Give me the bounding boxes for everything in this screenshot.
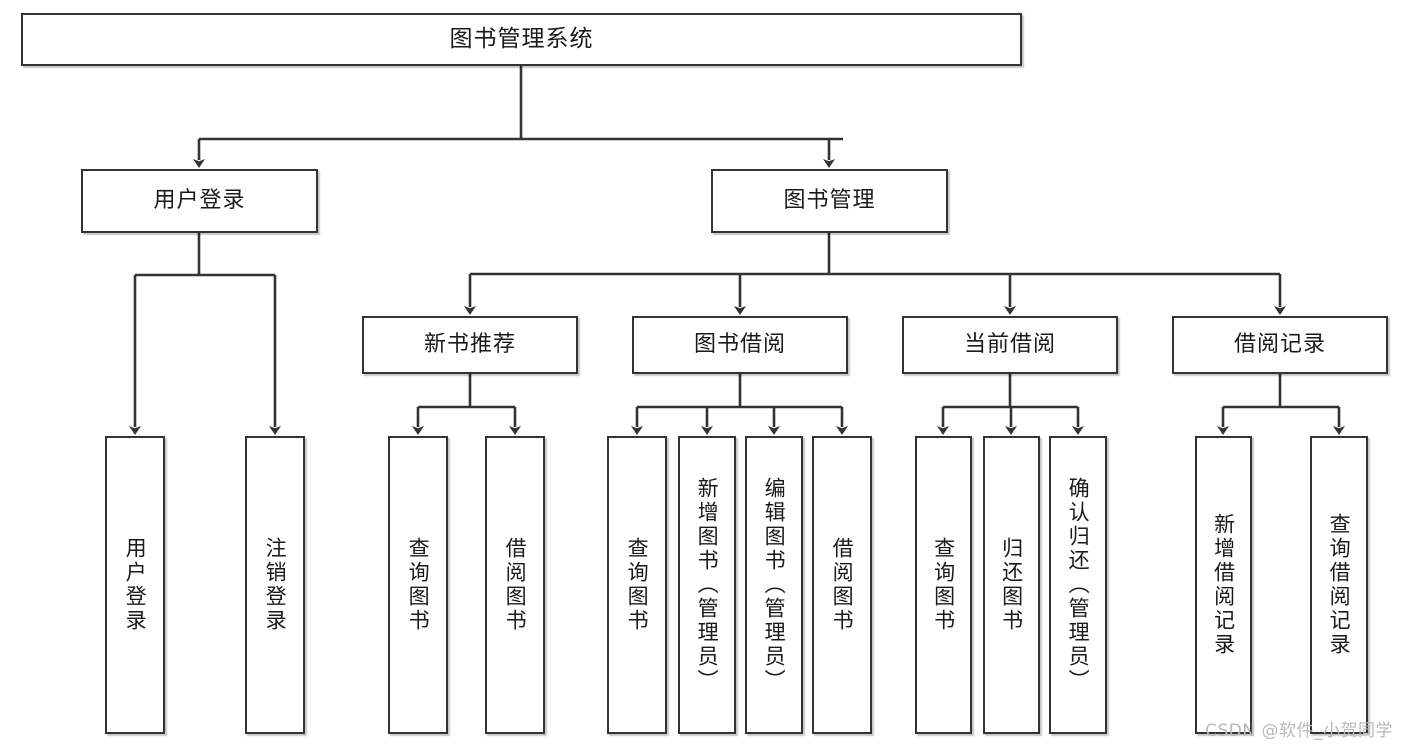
node-label: 借阅图书 <box>503 537 528 633</box>
node-root-system[interactable]: 图书管理系统 <box>21 13 1022 66</box>
watermark-text: CSDN @软件_小贺同学 <box>1205 721 1393 741</box>
node-label: 借阅图书 <box>830 537 855 633</box>
node-label: 用户登录 <box>153 187 246 213</box>
node-label: 注销登录 <box>263 537 288 633</box>
node-leaf-confirm-return[interactable]: 确认归还（管理员） <box>1049 436 1107 734</box>
node-leaf-borrow-book-1[interactable]: 借阅图书 <box>485 436 545 734</box>
node-label: 查询图书 <box>625 537 650 633</box>
node-leaf-edit-book[interactable]: 编辑图书（管理员） <box>745 436 803 734</box>
node-leaf-query-book-3[interactable]: 查询图书 <box>915 436 972 734</box>
node-label: 查询借阅记录 <box>1327 513 1352 657</box>
node-leaf-user-login[interactable]: 用户登录 <box>105 436 165 734</box>
node-label: 借阅记录 <box>1233 331 1326 357</box>
node-borrow-record[interactable]: 借阅记录 <box>1172 316 1388 374</box>
node-label: 当前借阅 <box>963 331 1056 357</box>
node-book-borrow[interactable]: 图书借阅 <box>632 316 848 374</box>
node-label: 图书借阅 <box>693 331 786 357</box>
node-leaf-query-book-2[interactable]: 查询图书 <box>607 436 667 734</box>
node-label: 图书管理系统 <box>449 25 594 52</box>
node-label: 新增借阅记录 <box>1211 513 1236 657</box>
node-label: 归还图书 <box>999 537 1024 633</box>
node-label: 查询图书 <box>406 537 431 633</box>
node-leaf-add-book[interactable]: 新增图书（管理员） <box>678 436 736 734</box>
node-current-borrow[interactable]: 当前借阅 <box>902 316 1118 374</box>
node-label: 新增图书（管理员） <box>695 477 720 693</box>
node-leaf-query-book-1[interactable]: 查询图书 <box>388 436 448 734</box>
node-label: 图书管理 <box>783 187 876 213</box>
node-new-book-recommend[interactable]: 新书推荐 <box>362 316 578 374</box>
node-label: 查询图书 <box>931 537 956 633</box>
node-leaf-add-record[interactable]: 新增借阅记录 <box>1195 436 1252 734</box>
node-label: 编辑图书（管理员） <box>762 477 787 693</box>
node-label: 用户登录 <box>123 537 148 633</box>
node-book-manage[interactable]: 图书管理 <box>711 169 948 233</box>
node-leaf-borrow-book-2[interactable]: 借阅图书 <box>812 436 872 734</box>
node-label: 确认归还（管理员） <box>1066 477 1091 693</box>
node-leaf-return-book[interactable]: 归还图书 <box>983 436 1040 734</box>
node-leaf-logout[interactable]: 注销登录 <box>245 436 305 734</box>
node-leaf-query-record[interactable]: 查询借阅记录 <box>1310 436 1368 734</box>
node-label: 新书推荐 <box>423 331 516 357</box>
node-user-login[interactable]: 用户登录 <box>81 169 318 233</box>
